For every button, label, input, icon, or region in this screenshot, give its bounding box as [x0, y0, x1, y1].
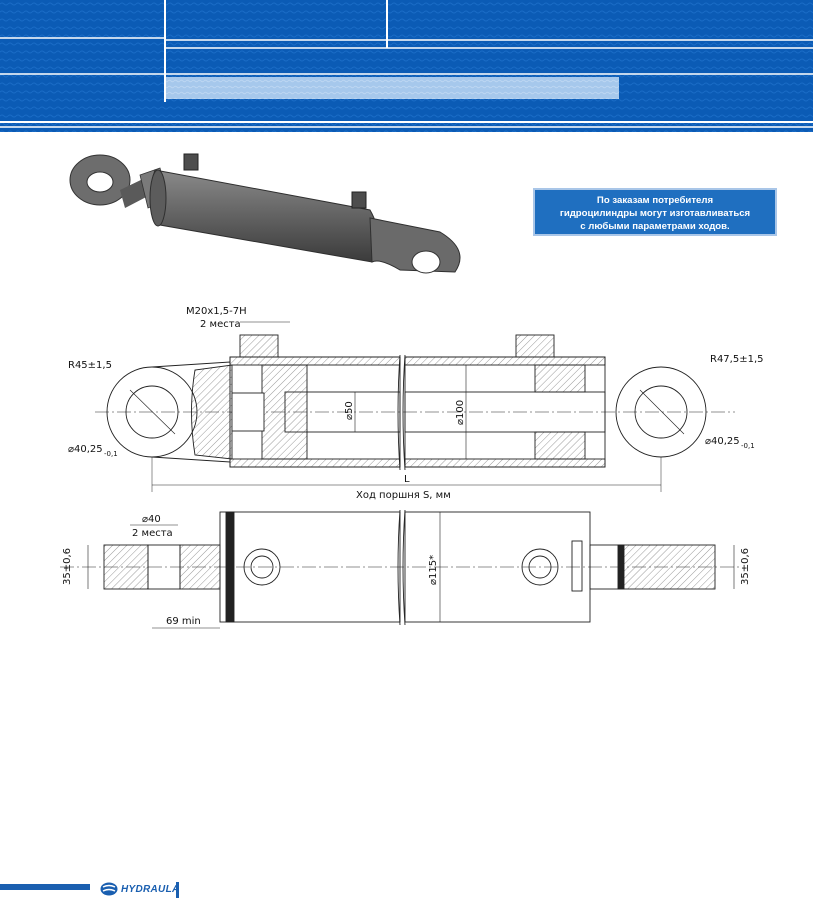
- label-bore-left-tol: -0,1: [104, 450, 118, 458]
- sectional-view: [95, 321, 735, 492]
- label-bore-right-tol: -0,1: [741, 442, 755, 450]
- right-eye-bore: [634, 385, 688, 439]
- outer-view: [60, 509, 740, 629]
- label-body-dia: ⌀115*: [428, 555, 439, 585]
- notice-line-1: По заказам потребителя: [596, 195, 714, 206]
- notice-line-3: с любыми параметрами ходов.: [580, 221, 730, 232]
- custom-stroke-notice: По заказам потребителя гидроцилиндры мог…: [533, 188, 777, 236]
- notice-line-2: гидроцилиндры могут изготавливаться: [559, 208, 751, 219]
- label-min-dist: 69 min: [166, 616, 201, 627]
- port-cap-right: [521, 548, 559, 586]
- logo-mark-icon: [100, 882, 118, 896]
- label-boss-dia: ⌀40: [142, 514, 161, 525]
- footer-accent-bar: [0, 884, 90, 890]
- label-bore-right: ⌀40,25: [705, 436, 740, 447]
- label-length: L: [404, 474, 410, 485]
- label-width-left: 35±0,6: [62, 548, 73, 585]
- header-light-field: [166, 77, 619, 99]
- footer-separator: [176, 882, 179, 898]
- label-stroke: Ход поршня S, мм: [356, 490, 451, 501]
- port-cap-left: [243, 548, 281, 586]
- label-piston-dia: ⌀100: [455, 400, 466, 425]
- label-radius-right: R47,5±1,5: [710, 354, 764, 365]
- header-band: [0, 0, 813, 132]
- cylinder-3d-render: [69, 153, 461, 274]
- label-bore-left: ⌀40,25: [68, 444, 103, 455]
- left-eye-bore: [125, 385, 179, 439]
- logo-text: HYDRAULA: [121, 883, 180, 895]
- label-radius-left: R45±1,5: [68, 360, 112, 371]
- label-rod-dia: ⌀50: [344, 401, 355, 420]
- technical-drawing: M20x1,5-7H 2 места R45±1,5 R47,5±1,5 ⌀40…: [60, 153, 764, 629]
- label-thread-qty: 2 места: [200, 319, 241, 330]
- hydraula-logo: HYDRAULA: [100, 880, 180, 898]
- label-width-right: 35±0,6: [740, 548, 751, 585]
- label-boss-qty: 2 места: [132, 528, 173, 539]
- header-background: [0, 0, 813, 132]
- label-thread: M20x1,5-7H: [186, 306, 247, 317]
